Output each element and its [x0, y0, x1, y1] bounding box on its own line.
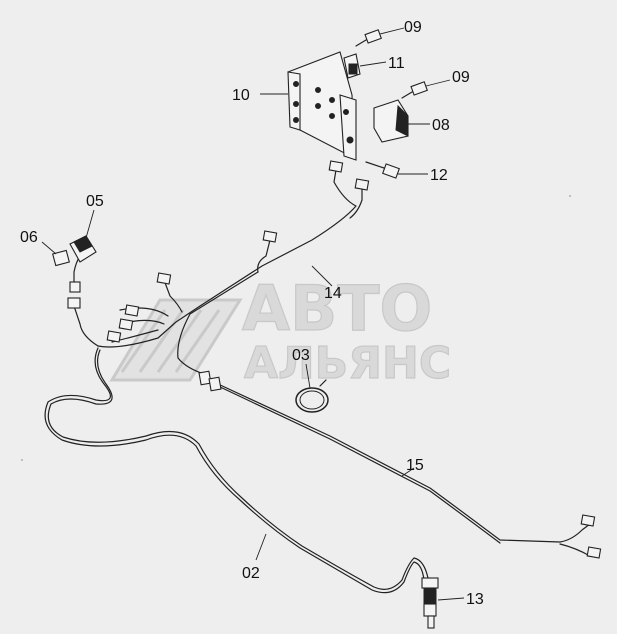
connectors — [67, 160, 602, 559]
callout-14: 14 — [324, 285, 342, 302]
callout-15: 15 — [406, 457, 424, 474]
callout-11: 11 — [388, 55, 405, 72]
clamp-part — [295, 379, 329, 413]
sensor-part — [421, 577, 439, 629]
callout-06: 06 — [20, 229, 38, 246]
switch-part — [69, 235, 97, 263]
callout-09-top: 09 — [404, 19, 422, 36]
callout-03: 03 — [292, 347, 310, 364]
harness-02-wire — [44, 347, 429, 594]
control-module-part — [373, 99, 409, 143]
watermark-line1: АВТО — [242, 272, 432, 345]
leader-lines — [41, 27, 465, 601]
callout-13: 13 — [466, 591, 484, 608]
callout-09-right: 09 — [452, 69, 470, 86]
harness-15-wire — [217, 383, 591, 557]
callout-05: 05 — [86, 193, 104, 210]
specks — [21, 195, 571, 461]
bolt-top-icon — [355, 29, 382, 47]
callout-labels: 09 11 10 09 08 12 05 06 14 03 15 02 13 — [20, 19, 484, 608]
callout-10: 10 — [232, 87, 250, 104]
callout-12: 12 — [430, 167, 448, 184]
callout-08: 08 — [432, 117, 450, 134]
watermark-line2: АЛЬЯНС — [244, 338, 451, 389]
bolt-bottom-icon — [365, 161, 400, 179]
watermark-logo: АВТО АЛЬЯНС — [109, 271, 452, 390]
relay-part — [343, 53, 361, 79]
bolt-right-icon — [401, 81, 428, 99]
bracket-part — [287, 51, 357, 161]
callout-02: 02 — [242, 565, 260, 582]
label-part — [52, 249, 70, 267]
